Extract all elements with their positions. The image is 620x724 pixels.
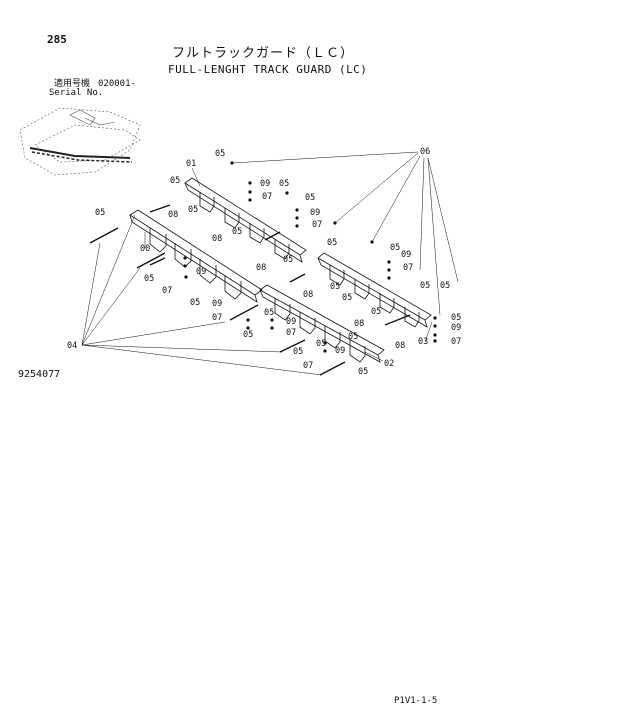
callout-09: 09 xyxy=(310,208,320,218)
callout-08: 08 xyxy=(212,234,222,244)
callout-labels: 06 05 01 05 09 05 07 05 05 08 09 05 07 0… xyxy=(67,147,461,377)
callout-07: 07 xyxy=(212,313,222,323)
callout-05: 05 xyxy=(279,179,289,189)
track-guard-03 xyxy=(317,252,432,328)
callout-05: 05 xyxy=(451,313,461,323)
callout-03: 03 xyxy=(418,337,428,347)
callout-05: 05 xyxy=(390,243,400,253)
callout-05: 05 xyxy=(170,176,180,186)
machine-thumbnail xyxy=(19,107,141,176)
callout-05: 05 xyxy=(232,227,242,237)
figure-number: 9254077 xyxy=(18,369,61,380)
callout-05: 05 xyxy=(371,307,381,317)
callout-09: 09 xyxy=(196,267,206,277)
callout-05: 05 xyxy=(283,255,293,265)
callout-07: 07 xyxy=(451,337,461,347)
callout-08: 08 xyxy=(354,319,364,329)
callout-05: 05 xyxy=(188,205,198,215)
callout-08: 08 xyxy=(303,290,313,300)
callout-07: 07 xyxy=(312,220,322,230)
page-reference: P1V1-1-5 xyxy=(394,696,438,706)
callout-05: 05 xyxy=(95,208,105,218)
leader-lines xyxy=(81,151,459,376)
callout-05: 05 xyxy=(348,332,358,342)
callout-05: 05 xyxy=(330,282,340,292)
callout-09: 09 xyxy=(212,299,222,309)
callout-08: 08 xyxy=(168,210,178,220)
callout-05: 05 xyxy=(316,339,326,349)
callout-05: 05 xyxy=(144,274,154,284)
callout-07: 07 xyxy=(403,263,413,273)
callout-09: 09 xyxy=(401,250,411,260)
callout-05: 05 xyxy=(358,367,368,377)
callout-05: 05 xyxy=(327,238,337,248)
callout-07: 07 xyxy=(303,361,313,371)
callout-07: 07 xyxy=(262,192,272,202)
callout-06: 06 xyxy=(420,147,430,157)
callout-05: 05 xyxy=(420,281,430,291)
serial-label-english: Serial No. xyxy=(49,88,104,98)
title-japanese: フルトラックガード（ＬＣ） xyxy=(172,46,355,61)
callout-07: 07 xyxy=(286,328,296,338)
callout-08: 08 xyxy=(395,341,405,351)
callout-04: 04 xyxy=(67,341,77,351)
nuts-and-washers xyxy=(183,161,437,353)
callout-00: 00 xyxy=(140,244,150,254)
callout-05: 05 xyxy=(293,347,303,357)
track-guard-02 xyxy=(259,284,385,363)
callout-08: 08 xyxy=(256,263,266,273)
callout-05: 05 xyxy=(342,293,352,303)
callout-05: 05 xyxy=(190,298,200,308)
serial-value: 020001- xyxy=(98,79,136,89)
page-number: 285 xyxy=(47,33,67,46)
callout-07: 07 xyxy=(162,286,172,296)
callout-05: 05 xyxy=(215,149,225,159)
track-guard-01 xyxy=(184,177,307,263)
callout-09: 09 xyxy=(451,323,461,333)
callout-05: 05 xyxy=(440,281,450,291)
callout-05: 05 xyxy=(264,308,274,318)
callout-09: 09 xyxy=(335,346,345,356)
pins-and-bolts xyxy=(89,204,411,376)
callout-05: 05 xyxy=(243,330,253,340)
callout-01: 01 xyxy=(186,159,196,169)
serial-label-japanese: 適用号機 xyxy=(54,79,91,89)
callout-09: 09 xyxy=(286,317,296,327)
title-english: FULL-LENGHT TRACK GUARD (LC) xyxy=(168,63,368,76)
track-guard-00 xyxy=(129,209,263,303)
callout-02: 02 xyxy=(384,359,394,369)
callout-09: 09 xyxy=(260,179,270,189)
callout-05: 05 xyxy=(305,193,315,203)
